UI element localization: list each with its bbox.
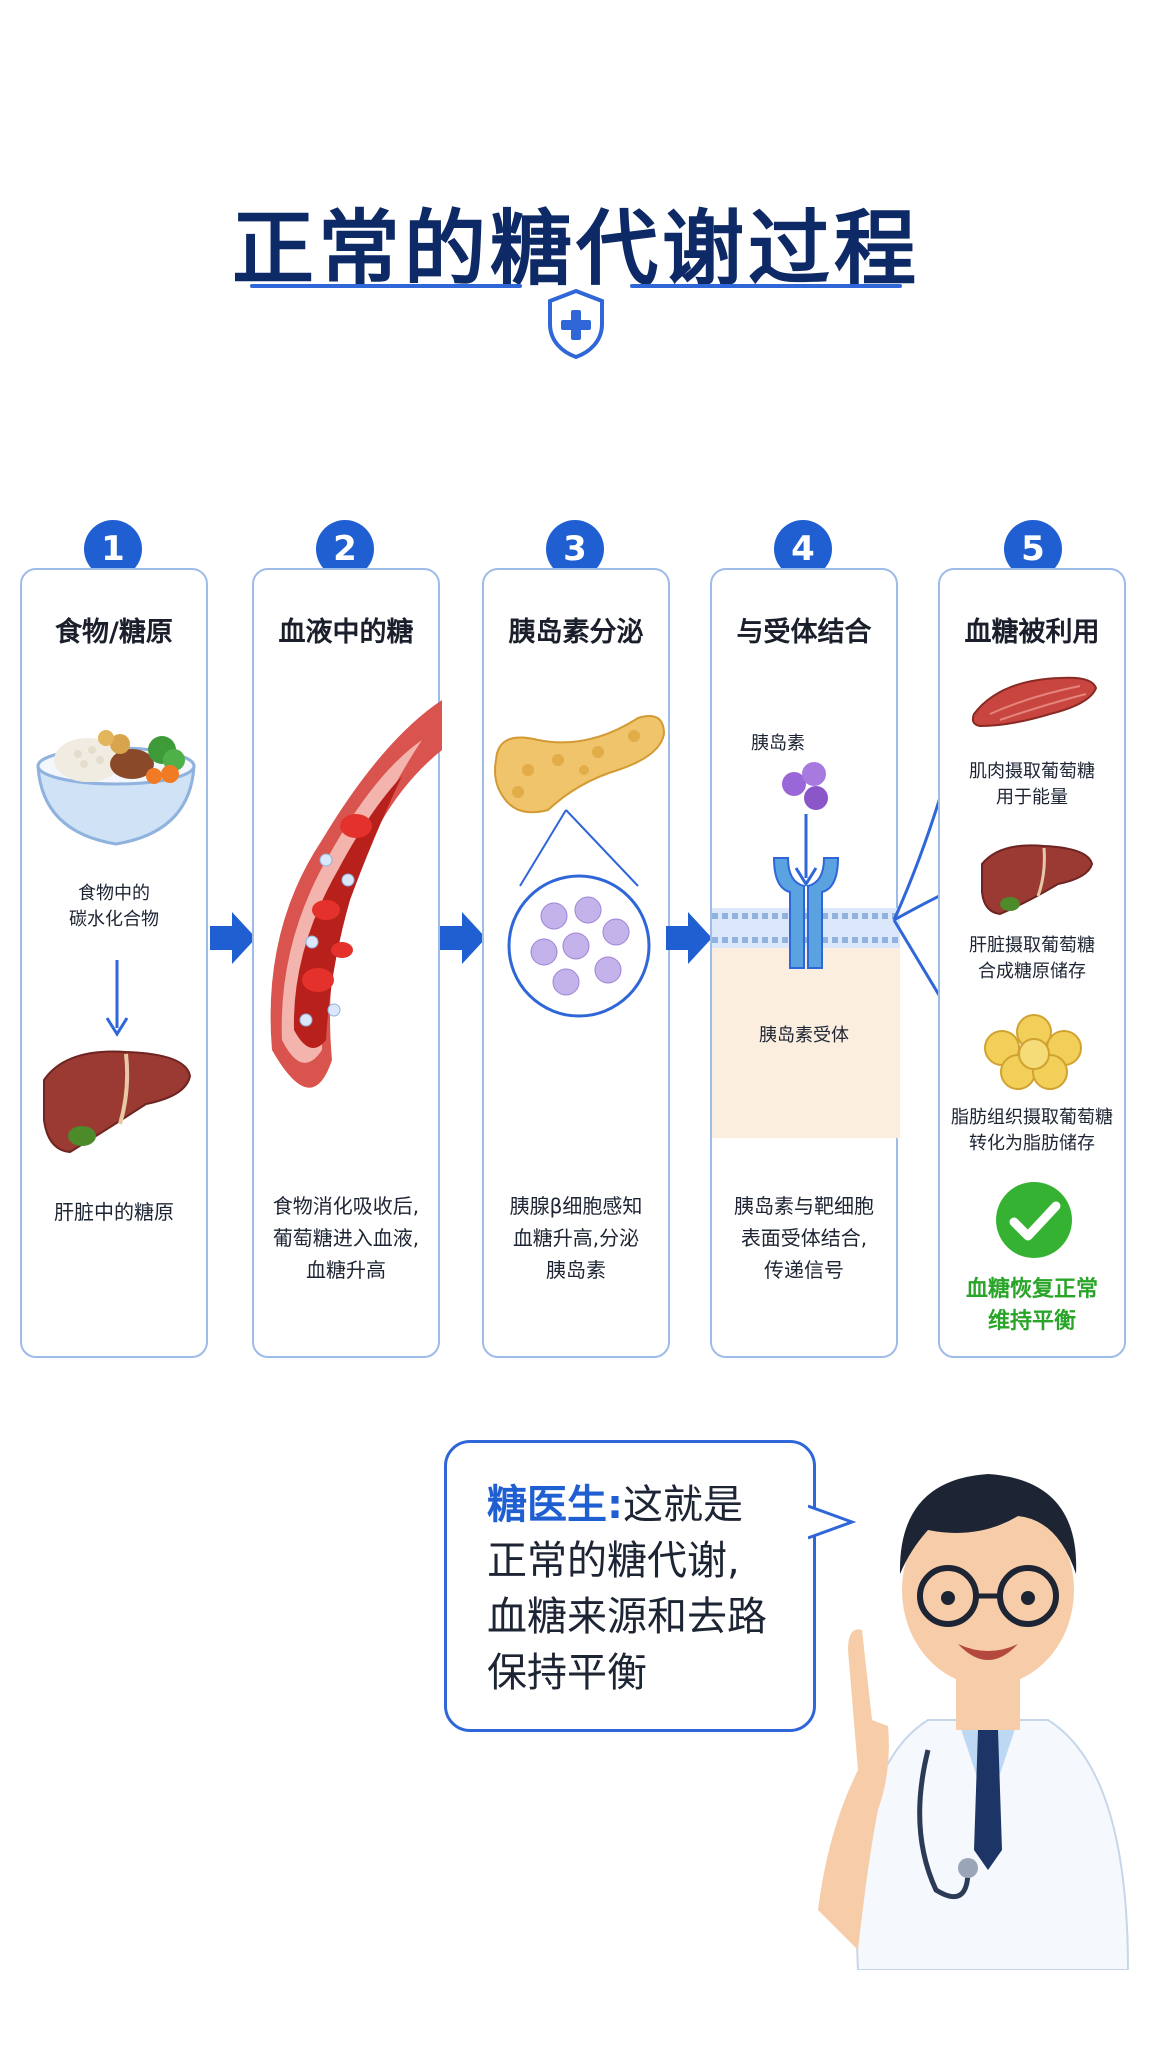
speech-line-2: 正常的糖代谢, bbox=[487, 1538, 740, 1584]
liver-icon bbox=[43, 1050, 192, 1154]
beta-cell-magnifier-icon bbox=[507, 809, 651, 1018]
liver-storage-caption-1: 肝脏摄取葡萄糖 bbox=[969, 935, 1095, 956]
muscle-caption-2: 用于能量 bbox=[996, 787, 1068, 808]
food-caption-2: 碳水化合物 bbox=[69, 909, 159, 930]
step-card-5: 血糖被利用 肌肉摄取葡萄糖 用于能量 肝脏摄取葡萄糖 合成糖原储存 脂肪组织摄取… bbox=[938, 568, 1126, 1358]
insulin-label: 胰岛素 bbox=[751, 733, 805, 754]
blood-caption-1: 食物消化吸收后, bbox=[272, 1194, 420, 1218]
title-divider-left bbox=[250, 284, 522, 288]
speech-line-1: 这就是 bbox=[623, 1482, 743, 1528]
medical-shield-icon bbox=[548, 288, 604, 360]
page-title: 正常的糖代谢过程 bbox=[231, 202, 920, 297]
fat-caption-2: 转化为脂肪储存 bbox=[969, 1133, 1095, 1154]
blood-caption-2: 葡萄糖进入血液, bbox=[272, 1226, 420, 1250]
food-bowl-icon bbox=[36, 730, 196, 846]
liver-storage-icon bbox=[981, 844, 1094, 916]
speech-line-4: 保持平衡 bbox=[487, 1650, 647, 1696]
muscle-icon bbox=[971, 676, 1098, 728]
flow-arrow-icon-3 bbox=[666, 912, 712, 964]
speech-bubble-tail bbox=[808, 1504, 856, 1540]
step-title-3: 胰岛素分泌 bbox=[508, 617, 644, 648]
blood-caption-3: 血糖升高 bbox=[306, 1258, 386, 1282]
step-title-5: 血糖被利用 bbox=[964, 617, 1100, 648]
step-card-1: 食物/糖原 食物中的 碳水化合物 肝脏中的糖原 bbox=[20, 568, 208, 1358]
speech-text: 糖医生:这就是 正常的糖代谢, 血糖来源和去路 保持平衡 bbox=[487, 1477, 807, 1701]
blood-vessel-icon bbox=[270, 700, 442, 1088]
receptor-label: 胰岛素受体 bbox=[759, 1025, 849, 1046]
step-title-1: 食物/糖原 bbox=[55, 617, 173, 648]
liver-caption: 肝脏中的糖原 bbox=[54, 1200, 174, 1224]
step-title-4: 与受体结合 bbox=[736, 617, 872, 648]
receptor-caption-3: 传递信号 bbox=[764, 1258, 844, 1282]
muscle-caption-1: 肌肉摄取葡萄糖 bbox=[969, 761, 1095, 782]
flow-arrow-icon-2 bbox=[440, 912, 486, 964]
pancreas-caption-1: 胰腺β细胞感知 bbox=[509, 1194, 643, 1218]
receptor-binding-icon bbox=[712, 762, 900, 1138]
down-arrow-icon bbox=[105, 960, 129, 1037]
speech-line-3: 血糖来源和去路 bbox=[487, 1594, 767, 1640]
pancreas-caption-3: 胰岛素 bbox=[546, 1258, 606, 1282]
liver-storage-caption-2: 合成糖原储存 bbox=[978, 961, 1086, 982]
fat-caption-1: 脂肪组织摄取葡萄糖 bbox=[951, 1107, 1113, 1128]
speech-bubble: 糖医生:这就是 正常的糖代谢, 血糖来源和去路 保持平衡 bbox=[444, 1440, 816, 1732]
step-card-4: 与受体结合 胰岛素 胰岛素受体 胰岛素与靶细胞 表面受体结合, 传递信号 bbox=[710, 568, 900, 1358]
fat-tissue-icon bbox=[984, 1014, 1082, 1090]
food-caption-1: 食物中的 bbox=[78, 883, 150, 904]
receptor-caption-1: 胰岛素与靶细胞 bbox=[734, 1194, 874, 1218]
result-caption-2: 维持平衡 bbox=[987, 1309, 1076, 1334]
check-icon bbox=[996, 1182, 1072, 1258]
result-caption-1: 血糖恢复正常 bbox=[965, 1277, 1098, 1302]
flow-arrow-icon-1 bbox=[210, 912, 256, 964]
doctor-avatar bbox=[818, 1474, 1130, 1970]
step-card-2: 血液中的糖 食物消化吸收后, 葡萄糖进入血液, 血糖升高 bbox=[252, 568, 442, 1358]
pancreas-icon bbox=[494, 715, 666, 814]
receptor-caption-2: 表面受体结合, bbox=[740, 1226, 868, 1250]
speech-speaker: 糖医生: bbox=[487, 1482, 623, 1528]
title-divider-right bbox=[630, 284, 902, 288]
pancreas-caption-2: 血糖升高,分泌 bbox=[512, 1226, 640, 1250]
step-card-3: 胰岛素分泌 胰腺β细胞感知 血糖升高,分泌 胰岛素 bbox=[482, 568, 670, 1358]
step-title-2: 血液中的糖 bbox=[278, 617, 414, 648]
